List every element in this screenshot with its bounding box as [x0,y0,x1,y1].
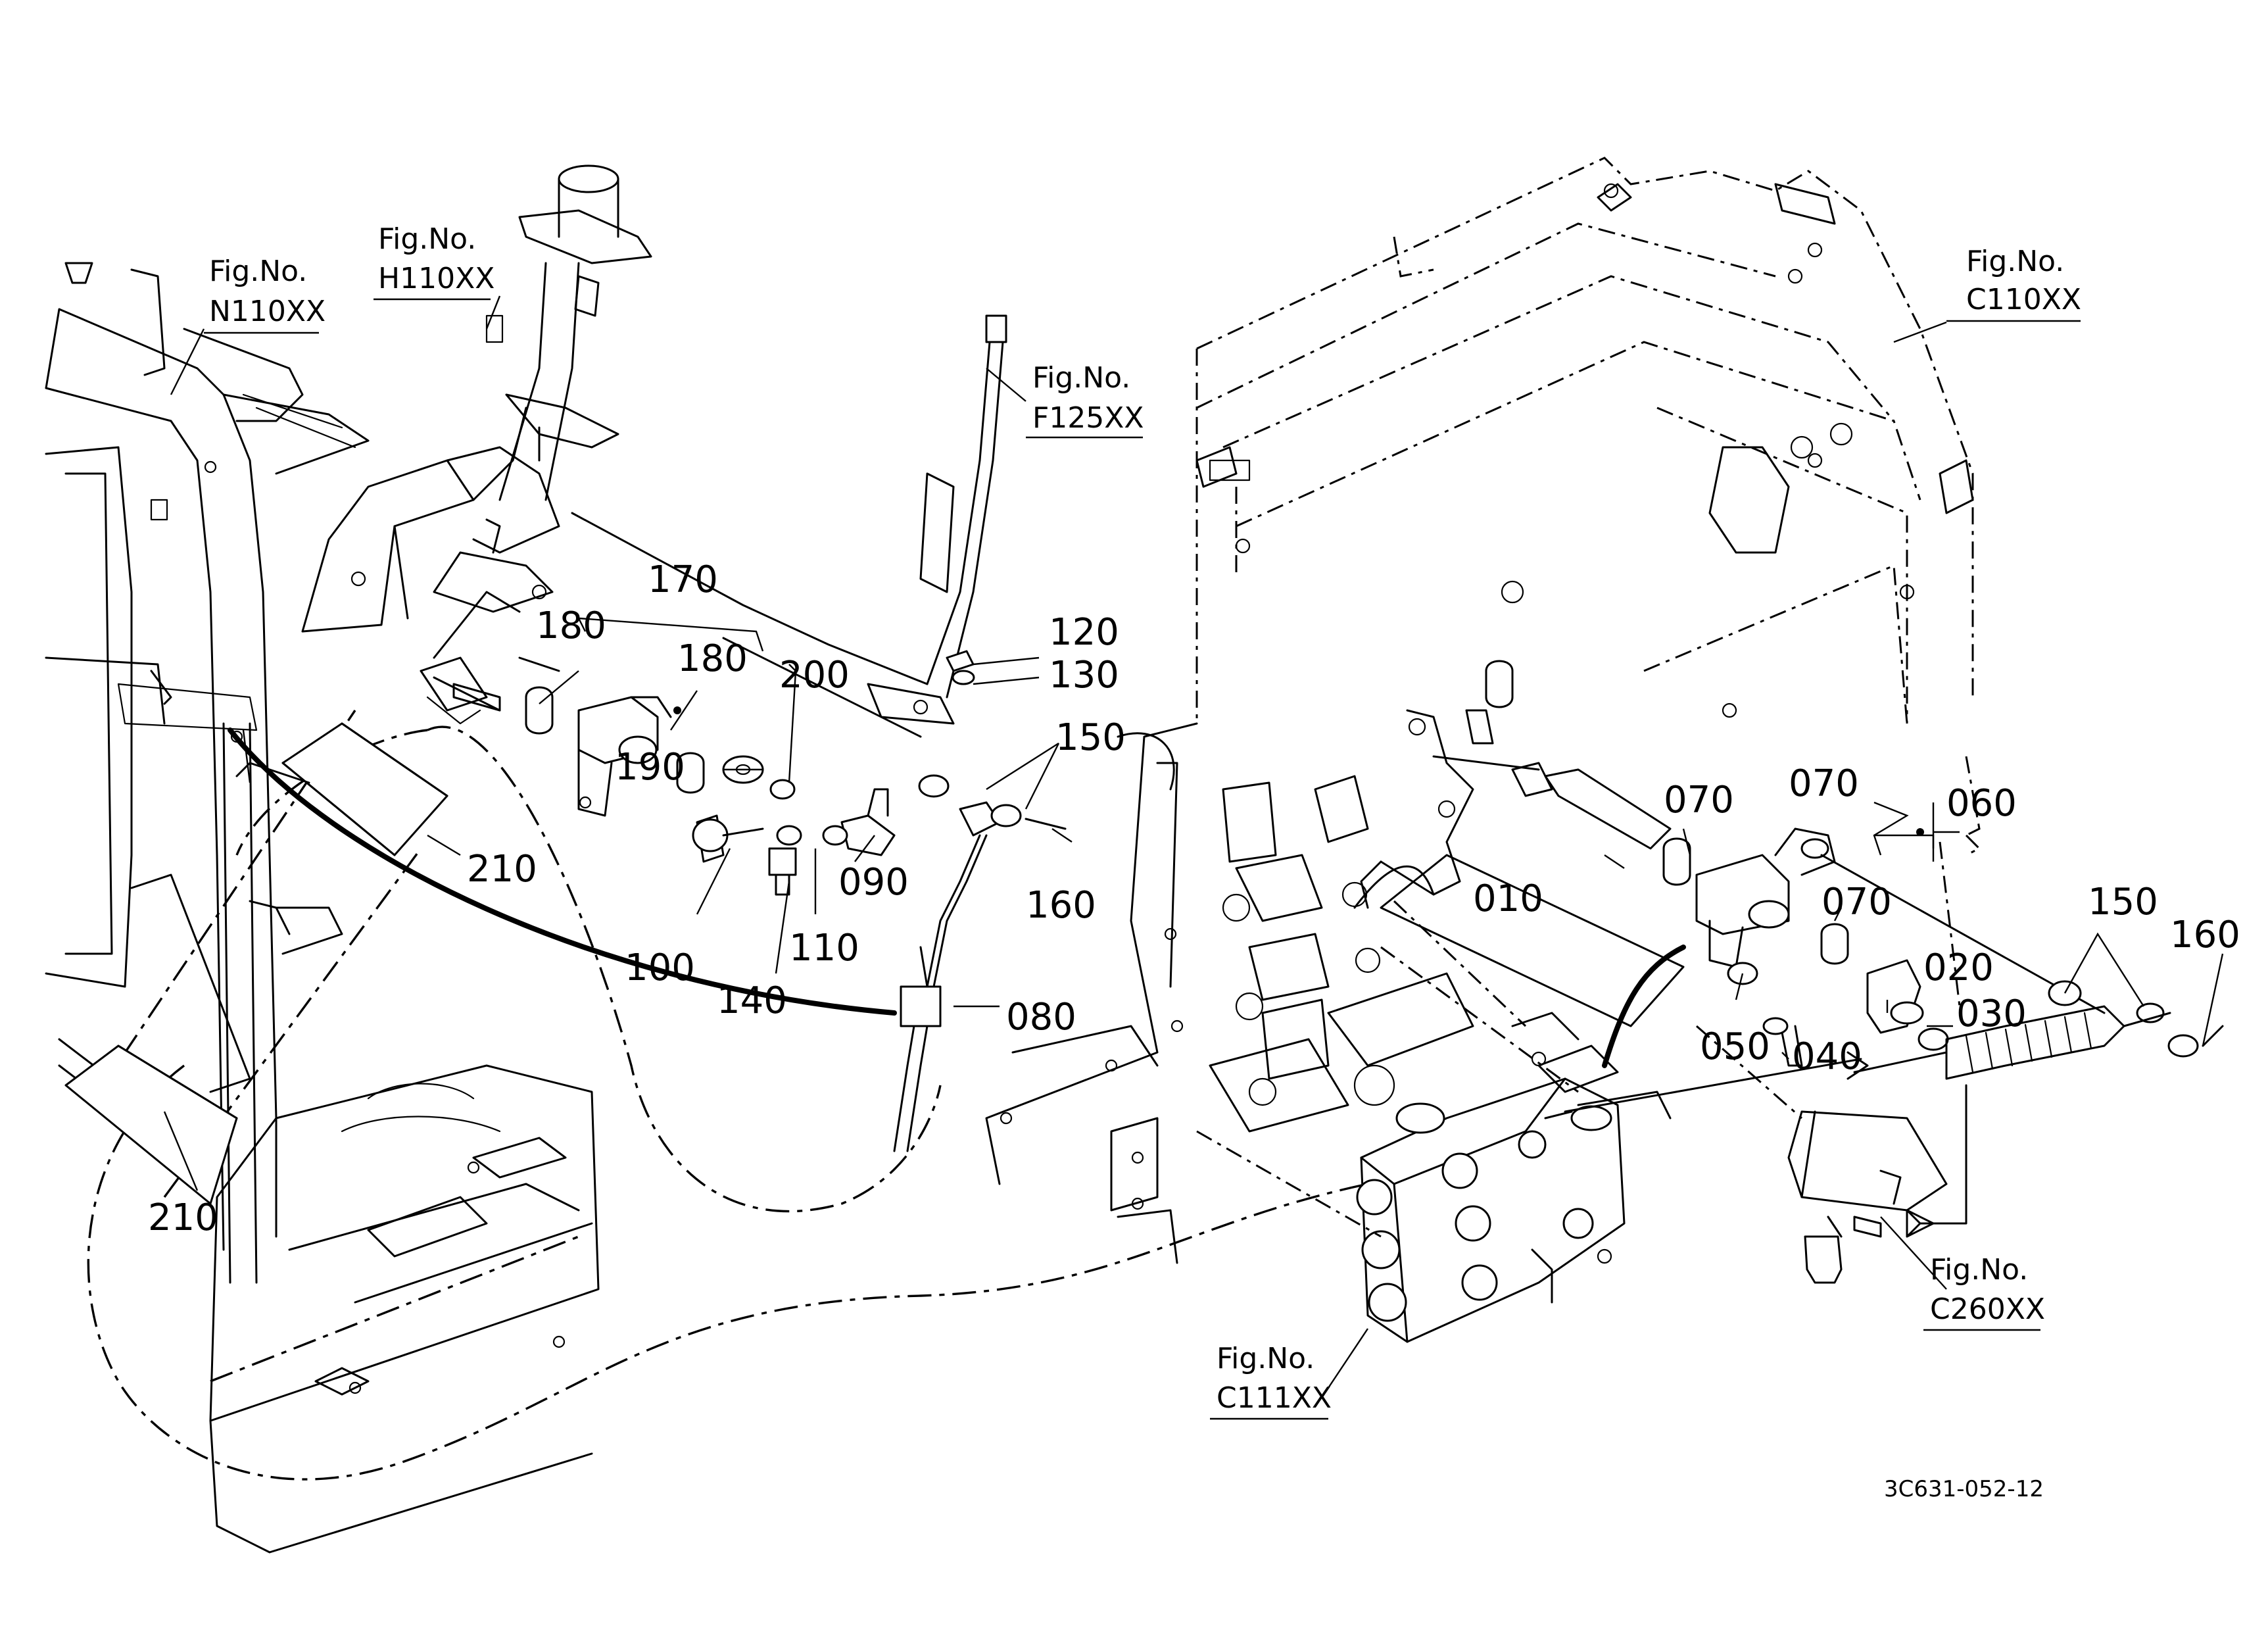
bracket-art [1787,1110,1948,1284]
pedal-art [64,722,448,1205]
part-label-160: 160 [1026,884,1096,927]
part-label-060: 060 [1946,782,2017,825]
part-label-160: 160 [2170,914,2240,956]
control-valve-art [1356,1012,1672,1343]
fig-ref-number: C260XX [1930,1292,2045,1326]
fig-ref-number: C110XX [1966,283,2081,316]
line-art [45,157,2224,1554]
part-label-180: 180 [677,637,748,680]
part-label-170: 170 [648,558,718,601]
part-label-150: 150 [1055,716,1126,759]
fig-ref-c110xx: Fig.No. C110XX [1946,245,2081,322]
fig-ref-number: F125XX [1032,401,1144,435]
part-label-010: 010 [1473,877,1543,920]
fig-ref-c111xx: Fig.No. C111XX [1210,1342,1332,1420]
part-label-130: 130 [1049,654,1119,697]
part-label-150: 150 [2088,881,2158,923]
part-label-210: 210 [467,848,537,891]
part-label-200: 200 [779,654,850,697]
right-rod-art [1380,755,2224,1238]
fig-ref-label: Fig.No. [1966,245,2064,278]
part-label-030: 030 [1956,993,2027,1035]
part-label-040: 040 [1792,1035,1862,1078]
fig-ref-c260xx: Fig.No. C260XX [1923,1253,2045,1331]
part-label-210: 210 [148,1196,218,1239]
part-label-020: 020 [1923,946,1994,989]
fig-ref-number: C111XX [1217,1381,1332,1415]
part-label-070: 070 [1664,779,1734,822]
fig-ref-label: Fig.No. [378,222,476,256]
fig-ref-f125xx: Fig.No. F125XX [1026,361,1144,439]
fig-ref-label: Fig.No. [209,255,307,288]
part-label-110: 110 [789,927,859,970]
fig-leader-lines [170,295,1947,1389]
part-label-090: 090 [838,861,909,904]
fig-ref-n110xx: Fig.No. N110XX [204,255,326,334]
part-leader-lines [163,617,2224,1191]
part-label-100: 100 [625,946,695,989]
fig-ref-label: Fig.No. [1032,361,1130,395]
part-label-120: 120 [1049,611,1119,654]
part-label-070: 070 [1789,762,1859,805]
rod-assembly-art [433,512,1067,1152]
part-label-180: 180 [536,604,606,647]
figure-code: 3C631-052-12 [1884,1476,2044,1502]
left-frame-art [45,262,600,1554]
part-labels: 170 180 180 200 120 130 150 190 090 160 … [148,558,2240,1239]
part-label-190: 190 [615,746,685,789]
part-label-140: 140 [717,979,787,1022]
fig-ref-label: Fig.No. [1217,1342,1315,1375]
part-label-050: 050 [1700,1025,1770,1068]
pedal-rod-art [867,314,1007,725]
dash-connectors [87,710,1981,1481]
fig-ref-number: H110XX [378,262,495,295]
steering-column-art [301,164,652,725]
part-label-080: 080 [1006,996,1076,1039]
cable-art [228,727,1686,1068]
fig-ref-label: Fig.No. [1930,1253,2028,1287]
fig-ref-h110xx: Fig.No. H110XX [374,222,495,301]
transmission-flange-art [985,709,1494,1264]
transmission-housing-art [1195,157,1974,724]
part-label-070: 070 [1822,881,1892,923]
fig-ref-number: N110XX [209,295,326,328]
